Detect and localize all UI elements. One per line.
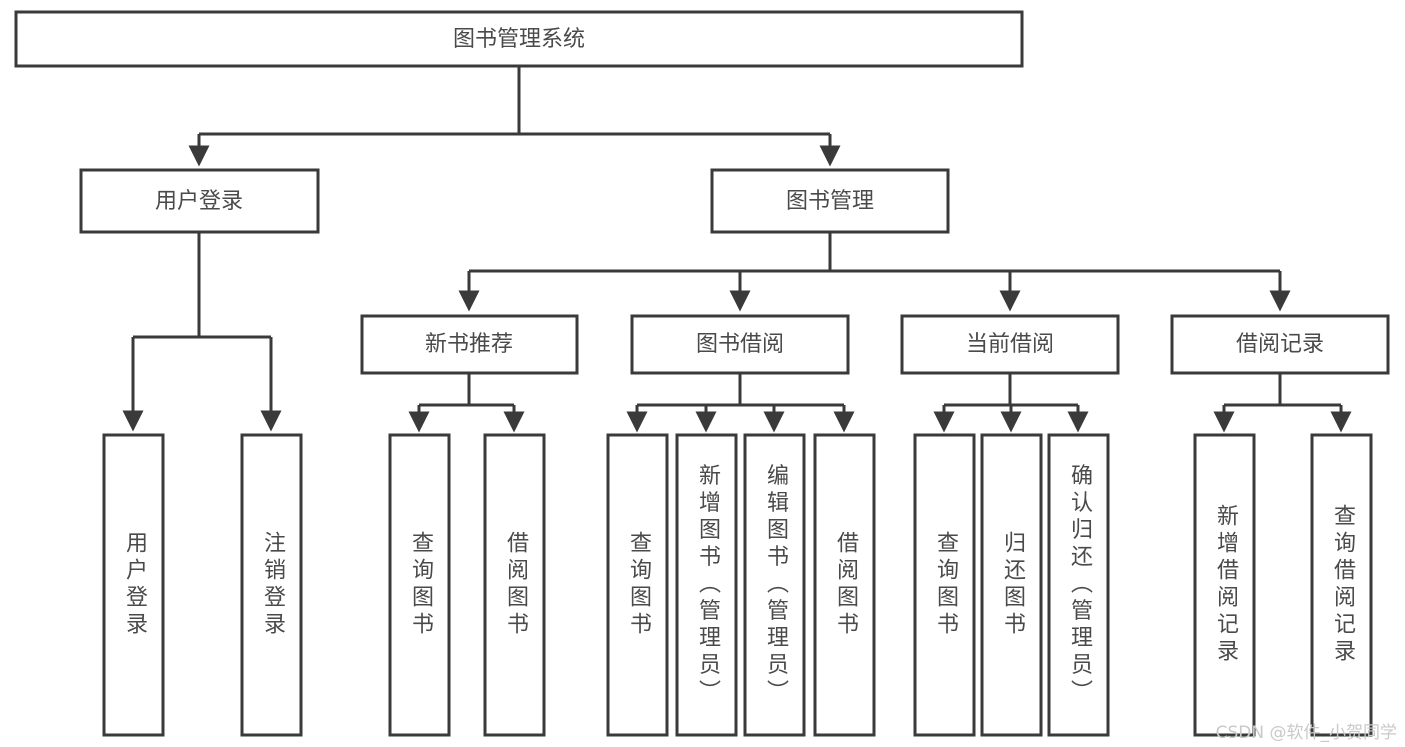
connector-group-book-management — [458, 232, 1291, 312]
node-borrow-record-label: 借阅记录 — [1236, 332, 1324, 357]
connector-group-new-book — [408, 373, 525, 433]
leaf-book-borrow-edit-label: 编辑图书（管理员） — [763, 464, 789, 707]
node-book-management-label: 图书管理 — [786, 189, 874, 214]
node-root-label: 图书管理系统 — [453, 27, 585, 52]
leaf-current-borrow-confirm[interactable]: 确认归还（管理员） — [1047, 433, 1110, 737]
leaf-book-borrow-edit[interactable]: 编辑图书（管理员） — [743, 433, 806, 737]
leaf-user-login-logout[interactable]: 注销登录 — [240, 433, 303, 737]
leaf-book-borrow-add-label: 新增图书（管理员） — [695, 464, 721, 707]
leaf-book-borrow-borrow-label: 借阅图书 — [833, 531, 859, 639]
node-current-borrow[interactable]: 当前借阅 — [900, 314, 1120, 375]
leaf-new-book-borrow[interactable]: 借阅图书 — [483, 433, 546, 737]
leaf-book-borrow-query-label: 查询图书 — [626, 531, 652, 639]
node-user-login-label: 用户登录 — [155, 189, 243, 214]
leaf-borrow-record-add-label: 新增借阅记录 — [1213, 504, 1239, 666]
connector-group-current-borrow — [933, 373, 1089, 433]
leaf-borrow-record-query[interactable]: 查询借阅记录 — [1310, 433, 1373, 737]
leaf-current-borrow-query[interactable]: 查询图书 — [913, 433, 976, 737]
leaf-book-borrow-borrow[interactable]: 借阅图书 — [813, 433, 876, 737]
leaf-current-borrow-query-label: 查询图书 — [933, 531, 959, 639]
leaf-user-login-logout-label: 注销登录 — [260, 531, 286, 639]
node-borrow-record[interactable]: 借阅记录 — [1170, 314, 1390, 375]
node-new-book-recommend[interactable]: 新书推荐 — [360, 314, 579, 375]
node-new-book-recommend-label: 新书推荐 — [425, 332, 513, 357]
leaf-borrow-record-query-label: 查询借阅记录 — [1330, 504, 1356, 666]
leaf-current-borrow-confirm-label: 确认归还（管理员） — [1067, 464, 1093, 707]
connector-group-user-login — [122, 232, 282, 432]
leaf-new-book-query-label: 查询图书 — [408, 531, 434, 639]
leaf-current-borrow-return-label: 归还图书 — [1000, 531, 1026, 639]
leaf-new-book-borrow-label: 借阅图书 — [503, 531, 529, 639]
connector-group-borrow-record — [1213, 373, 1352, 433]
connector-group-root — [188, 66, 841, 167]
node-book-borrow[interactable]: 图书借阅 — [630, 314, 850, 375]
leaf-book-borrow-add[interactable]: 新增图书（管理员） — [675, 433, 738, 737]
leaf-user-login-login-label: 用户登录 — [122, 531, 148, 639]
node-user-login[interactable]: 用户登录 — [79, 168, 320, 234]
leaf-new-book-query[interactable]: 查询图书 — [388, 433, 451, 737]
node-book-management[interactable]: 图书管理 — [710, 168, 950, 234]
connector-group-book-borrow — [626, 373, 855, 433]
node-current-borrow-label: 当前借阅 — [966, 332, 1054, 357]
leaf-borrow-record-add[interactable]: 新增借阅记录 — [1193, 433, 1256, 737]
leaf-current-borrow-return[interactable]: 归还图书 — [980, 433, 1043, 737]
node-root[interactable]: 图书管理系统 — [14, 10, 1024, 68]
leaf-user-login-login[interactable]: 用户登录 — [102, 433, 165, 737]
leaf-book-borrow-query[interactable]: 查询图书 — [606, 433, 669, 737]
node-book-borrow-label: 图书借阅 — [696, 332, 784, 357]
